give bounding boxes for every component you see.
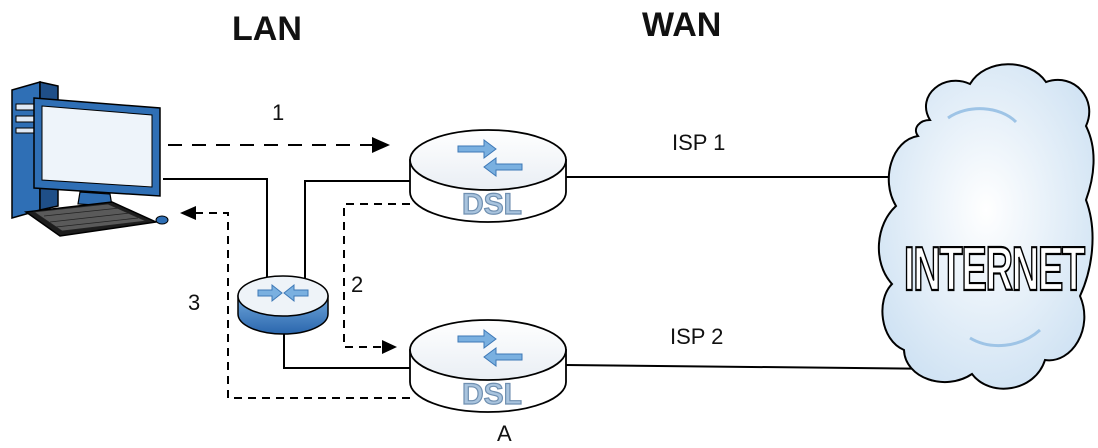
switch-icon: [237, 275, 329, 335]
internet-cloud-icon: INTERNET: [878, 63, 1095, 390]
lan-label: LAN: [232, 10, 302, 48]
router-1-label: DSL: [462, 188, 522, 221]
isp-2-label: ISP 2: [670, 324, 723, 349]
desktop-computer-icon: [11, 81, 169, 237]
dsl-router-1-icon: DSL: [409, 129, 567, 223]
isp-1-label: ISP 1: [672, 130, 725, 155]
traffic-paths: [168, 137, 410, 399]
internet-label: INTERNET: [904, 235, 1085, 304]
router-2-label: DSL: [462, 378, 522, 411]
solid-links: [163, 176, 949, 370]
wan-label: WAN: [642, 6, 721, 44]
router-2-caption: A: [497, 421, 512, 446]
step-1-label: 1: [272, 100, 284, 125]
step-3-label: 3: [188, 290, 200, 315]
dsl-router-2-icon: DSL: [409, 319, 567, 413]
step-2-label: 2: [351, 272, 363, 297]
